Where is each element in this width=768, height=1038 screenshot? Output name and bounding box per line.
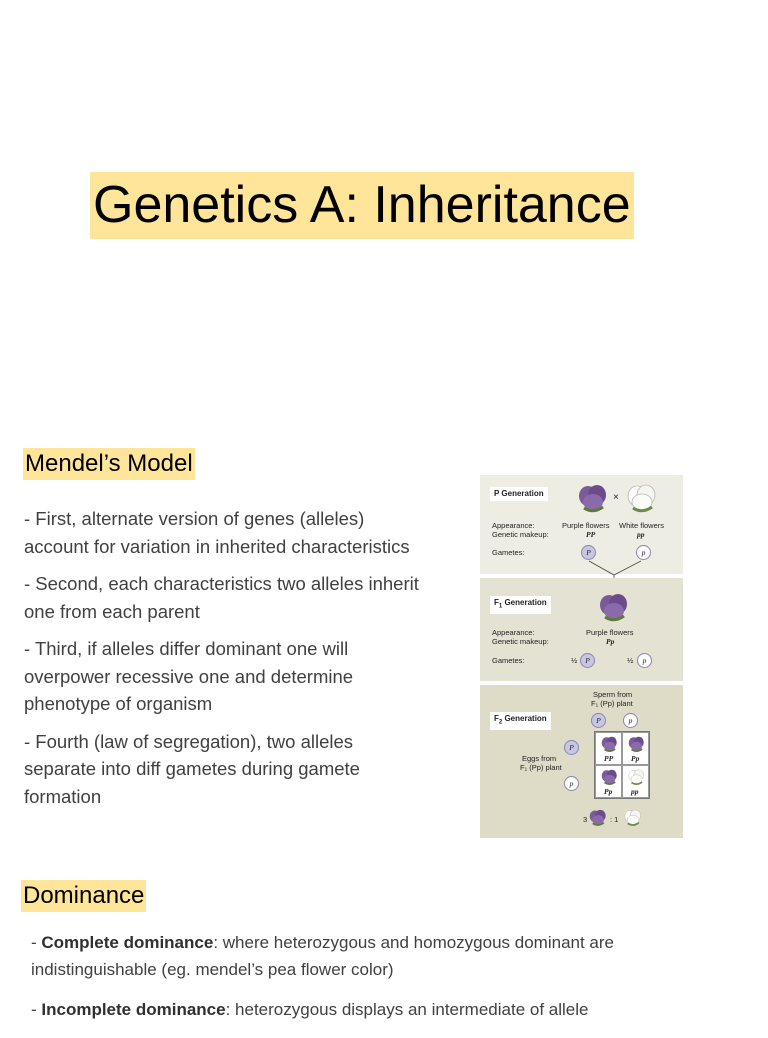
gamete-dominant: P <box>580 653 595 668</box>
sperm-label: Sperm from <box>593 690 633 699</box>
dominance-definition: : heterozygous displays an intermediate … <box>225 1000 589 1019</box>
mendel-bullet: - Second, each characteristics two allel… <box>24 573 419 622</box>
mendel-bullet: - First, alternate version of genes (all… <box>24 508 410 557</box>
punnett-cell: pp <box>622 765 649 798</box>
dominance-item: - Incomplete dominance: heterozygous dis… <box>31 1000 589 1019</box>
gametes-label: Gametes: <box>492 656 525 665</box>
f1-appearance: Purple flowers <box>586 628 634 637</box>
parent2-appearance: White flowers <box>619 521 665 530</box>
parent1-genotype: PP <box>586 530 596 539</box>
parent2-genotype: pp <box>637 530 645 539</box>
f2-generation-label: F2 Generation <box>490 712 551 730</box>
ratio-dominant-count: 3 <box>583 815 588 824</box>
eggs-source-label: F₁ (Pp) plant <box>520 763 562 772</box>
gametes-label: Gametes: <box>492 548 525 557</box>
egg-gamete-dominant: P <box>564 740 579 755</box>
purple-flower-icon <box>579 485 606 513</box>
white-flower-icon <box>624 809 641 826</box>
mendel-bullet: - Fourth (law of segregation), two allel… <box>24 730 360 807</box>
cross-symbol: × <box>613 492 619 503</box>
gamete-recessive: p <box>637 653 652 668</box>
dominance-term: Complete dominance <box>41 933 214 952</box>
white-flower-icon <box>628 769 644 785</box>
sperm-source-label: F₁ (Pp) plant <box>591 699 633 708</box>
dominance-list: - Complete dominance: where heterozygous… <box>31 930 691 1038</box>
f1-generation-label: F1 Generation <box>490 596 551 614</box>
f1-generation-panel: F1 Generation Appearance: Genetic makeup… <box>480 578 683 681</box>
appearance-label: Appearance: <box>492 628 535 637</box>
genetic-makeup-label: Genetic makeup: <box>492 530 549 539</box>
parent1-appearance: Purple flowers <box>562 521 610 530</box>
purple-flower-icon <box>589 809 606 826</box>
purple-flower-icon <box>601 769 617 785</box>
ratio-recessive-count: : 1 <box>610 815 619 824</box>
purple-flower-icon <box>600 594 627 622</box>
purple-flower-icon <box>628 736 644 752</box>
sperm-gamete-recessive: p <box>623 713 638 728</box>
mendel-bullet-list: - First, alternate version of genes (all… <box>24 505 424 820</box>
dominance-definition: : where heterozygous and homozygous domi… <box>31 933 614 979</box>
purple-flower-icon <box>601 736 617 752</box>
punnett-square: PP Pp Pp pp <box>594 731 650 799</box>
appearance-label: Appearance: <box>492 521 535 530</box>
egg-gamete-recessive: p <box>564 776 579 791</box>
f2-generation-panel: Sperm from F₁ (Pp) plant F2 Generation P… <box>480 685 683 838</box>
punnett-cell: PP <box>595 732 622 765</box>
dominance-term: Incomplete dominance <box>41 1000 226 1019</box>
gamete-recessive: p <box>636 545 651 560</box>
mendel-bullet: - Third, if alleles differ dominant one … <box>24 638 354 714</box>
genetic-makeup-label: Genetic makeup: <box>492 637 549 646</box>
mendel-heading: Mendel’s Model <box>23 448 195 480</box>
punnett-cell: Pp <box>622 732 649 765</box>
gamete-dominant: P <box>581 545 596 560</box>
mendel-cross-figure: P Generation × Appearance: Genetic makeu… <box>480 475 683 838</box>
half-fraction: ½ <box>627 656 634 665</box>
half-fraction: ½ <box>571 656 578 665</box>
p-generation-label: P Generation <box>490 487 548 501</box>
punnett-cell: Pp <box>595 765 622 798</box>
f1-genotype: Pp <box>606 637 615 646</box>
white-flower-icon <box>627 484 656 513</box>
eggs-label: Eggs from <box>522 754 557 763</box>
page-title: Genetics A: Inheritance <box>90 172 634 239</box>
dominance-heading: Dominance <box>21 880 147 912</box>
p-generation-panel: P Generation × Appearance: Genetic makeu… <box>480 475 683 587</box>
sperm-gamete-dominant: P <box>591 713 606 728</box>
dominance-item: - Complete dominance: where heterozygous… <box>31 933 614 979</box>
